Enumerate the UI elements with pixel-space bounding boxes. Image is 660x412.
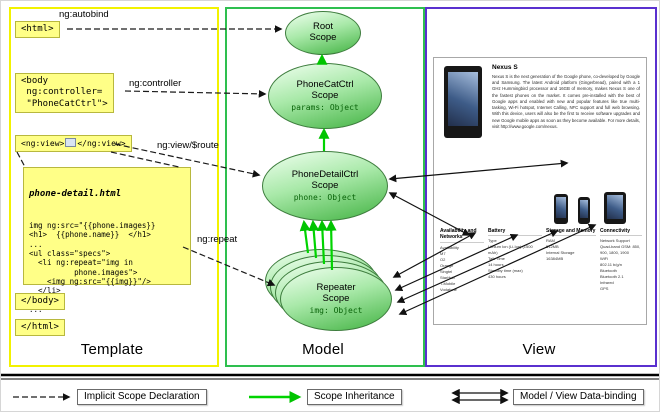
legend-scope-inheritance: Scope Inheritance (307, 389, 402, 405)
spec-availability-body: Availability M7 O2 Orange Singtel StarHu… (440, 244, 459, 292)
ng-view-route-label: ng:view/$route (157, 140, 219, 151)
spec-col-battery: Battery Type Lithium Ion (Li-Ion) (1500 … (488, 228, 542, 280)
legend-data-binding: Model / View Data-binding (513, 389, 644, 405)
body-open-tag: <body ng:controller= "PhoneCatCtrl"> (15, 73, 114, 113)
repeater-scope-ellipse: Repeater Scope img: Object (280, 267, 392, 331)
phone-detail-filename: phone-detail.html (29, 188, 122, 199)
view-phone-title: Nexus S (492, 64, 518, 71)
view-phone-description: Nexus S is the next generation of the Go… (492, 74, 640, 129)
repeater-scope-name: Repeater Scope (316, 281, 356, 304)
spec-connectivity-heading: Connectivity (600, 228, 642, 237)
phonecatctrl-scope-ellipse: PhoneCatCtrl Scope params: Object (268, 63, 382, 129)
ng-repeat-label: ng:repeat (197, 234, 238, 245)
phone-thumbnail-2-screen (580, 200, 588, 218)
spec-storage-body: RAM 512MB Internal Storage 16384MB (546, 238, 575, 262)
view-label: View (522, 341, 556, 358)
spec-battery-heading: Battery (488, 228, 542, 237)
nexus-s-photo-screen (448, 72, 478, 126)
legend-implicit-scope: Implicit Scope Declaration (77, 389, 207, 405)
repeater-scope-prop: img: Object (309, 306, 363, 316)
spec-col-storage: Storage and Memory RAM 512MB Internal St… (546, 228, 596, 262)
root-scope-name: Root Scope (309, 21, 337, 43)
ng-view-tag: <ng:view> </ng:view> (15, 135, 132, 152)
ng-autobind-label: ng:autobind (59, 9, 109, 20)
ng-view-open-text: <ng:view> (21, 139, 65, 148)
spec-col-connectivity: Connectivity Network Support Quad-band G… (600, 228, 642, 292)
phone-thumbnail-1-screen (556, 197, 566, 218)
spec-availability-heading: Availability and Networks (440, 228, 484, 243)
phonedetailctrl-scope-ellipse: PhoneDetailCtrl Scope phone: Object (262, 151, 388, 221)
view-placeholder-icon (65, 138, 77, 147)
spec-col-availability: Availability and Networks Availability M… (440, 228, 484, 293)
phone-detail-template-box: phone-detail.html img ng:src="{{phone.im… (23, 167, 191, 314)
html-close-tag: </html> (15, 319, 65, 337)
phonedetailctrl-scope-prop: phone: Object (293, 193, 357, 203)
spec-connectivity-body: Network Support Quad-band GSM: 850, 900,… (600, 238, 641, 292)
phone-thumbnail-3 (604, 192, 626, 224)
spec-battery-body: Type Lithium Ion (Li-Ion) (1500 mAh) Tal… (488, 238, 533, 280)
rendered-view-panel: Nexus S Nexus S is the next generation o… (433, 57, 647, 325)
root-scope-ellipse: Root Scope (285, 11, 361, 55)
phone-thumbnail-1 (554, 194, 568, 224)
phone-thumbnail-3-screen (607, 195, 623, 219)
phonedetailctrl-scope-name: PhoneDetailCtrl Scope (291, 168, 359, 191)
phonecatctrl-scope-name: PhoneCatCtrl Scope (296, 78, 354, 101)
html-open-tag: <html> (15, 21, 60, 39)
model-label: Model (302, 341, 344, 358)
ng-controller-label: ng:controller (129, 78, 182, 89)
body-close-tag: </body> (15, 293, 65, 311)
template-label: Template (80, 341, 144, 358)
nexus-s-photo (444, 66, 482, 138)
ng-view-close-text: </ng:view> (77, 139, 126, 148)
spec-storage-heading: Storage and Memory (546, 228, 596, 237)
phone-thumbnail-2 (578, 197, 590, 224)
phonecatctrl-scope-prop: params: Object (291, 103, 359, 113)
